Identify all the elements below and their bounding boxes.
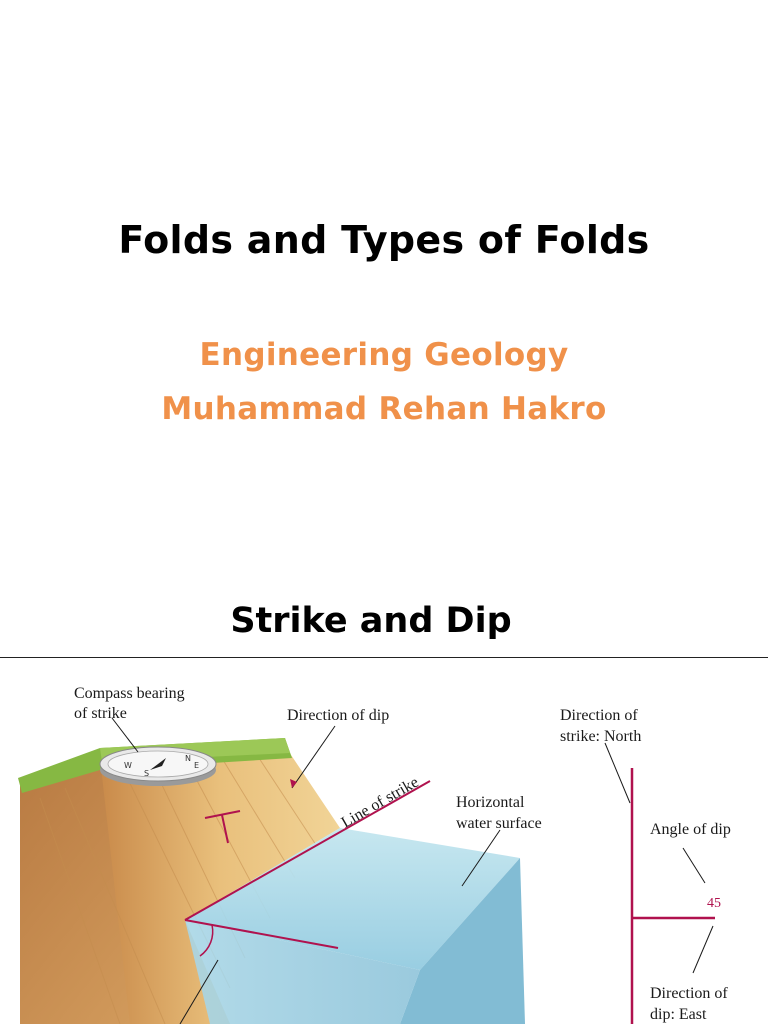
compass-bearing-label-2: of strike [74,705,127,722]
dip-line [184,919,339,949]
dip-direction-label: Direction of [650,985,728,1002]
svg-text:N: N [185,754,191,763]
strike-dip-schematic [630,768,715,1024]
horizontal-surface-label: Horizontal [456,794,525,811]
slide-divider [0,657,768,658]
strike-line [184,780,431,921]
strike-direction-label-2: strike: North [560,728,641,745]
line-of-strike-label: Line of strike [339,774,422,832]
compass-bearing-label: Compass bearing [74,685,185,702]
section-title: Strike and Dip [230,601,512,641]
svg-text:E: E [194,761,199,770]
strike-dip-diagram: W N E S Compass bearing of strike Direct… [18,685,731,1024]
compass-icon: W N E S [99,746,217,786]
strike-direction-label: Direction of [560,707,638,724]
angle-of-dip-label: Angle of dip [650,821,731,838]
course-name: Engineering Geology [199,337,569,373]
angle-arc [199,924,214,957]
strike-dip-symbol [204,810,241,844]
author-name: Muhammad Rehan Hakro [161,391,607,427]
title-slide: Folds and Types of Folds Engineering Geo… [118,218,650,427]
svg-text:S: S [144,769,149,778]
direction-of-dip-label: Direction of dip [287,707,389,724]
rock-dip-face [100,746,340,1024]
dip-direction-label-2: dip: East [650,1006,707,1023]
slide-title: Folds and Types of Folds [118,218,650,262]
horizontal-surface-label-2: water surface [456,815,542,832]
svg-text:W: W [124,761,132,770]
water-front-face [400,858,525,1024]
dip-angle-value: 45 [707,896,721,911]
